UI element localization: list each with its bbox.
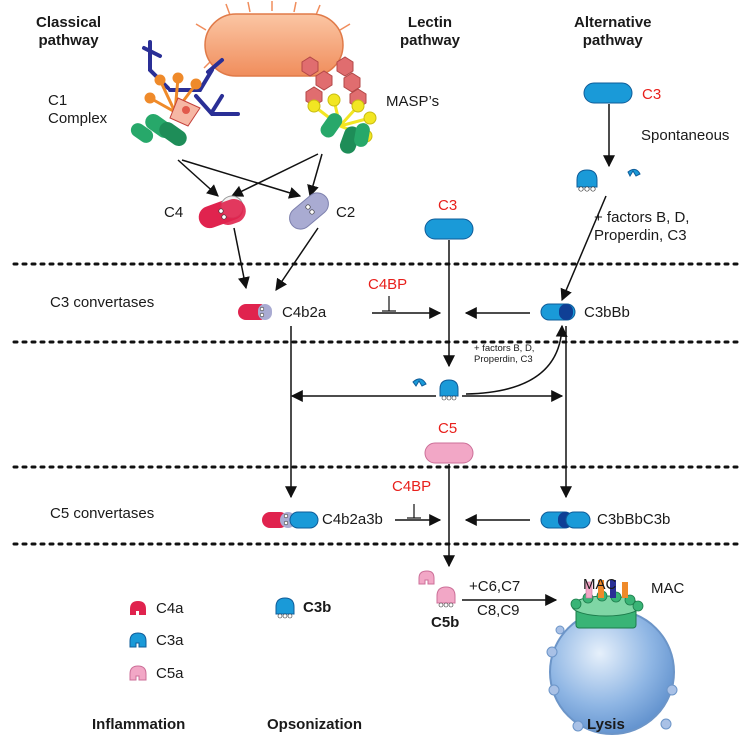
spontaneous-label: Spontaneous <box>641 127 730 144</box>
c3bbb-label: C3bBb <box>584 304 630 321</box>
c2-molecule-icon <box>289 192 329 230</box>
factors-large-label: + factors B, D, Properdin, C3 <box>594 209 689 245</box>
c4bp-top-label: C4BP <box>368 276 408 293</box>
mac-top-label: MAC <box>583 576 617 593</box>
c3-center-molecule-icon <box>424 218 474 240</box>
legend-c4a-label: C4a <box>156 600 184 617</box>
c2-label: C2 <box>336 204 356 221</box>
classical-header-line1: Classical <box>36 14 102 31</box>
legend-c5a-label: C5a <box>156 665 184 682</box>
factors-small-line1: + factors B, D, <box>474 343 535 354</box>
masps-label: MASP’s <box>386 93 440 110</box>
c4b2a-label: C4b2a <box>282 304 327 321</box>
alt-arrow-to-c3bbb <box>560 195 607 302</box>
c5a-legend-icon <box>129 665 147 681</box>
c3-convertases-label: C3 convertases <box>50 294 155 311</box>
c6c7-label: +C6,C7 <box>469 578 521 595</box>
c3a-spontaneous-icon <box>627 168 641 178</box>
c5b-center-icon <box>436 586 456 608</box>
c3a-legend-icon <box>129 632 147 648</box>
initiation-arrows <box>177 153 323 291</box>
c8c9-label: C8,C9 <box>477 602 520 619</box>
c3b-spontaneous-icon <box>576 169 598 192</box>
c1-complex-line2: Complex <box>48 110 108 127</box>
target-cell-icon <box>546 609 678 735</box>
c4bp-bottom-label: C4BP <box>392 478 432 495</box>
c4b2a-molecule-icon <box>238 304 272 320</box>
alternative-header-line2: pathway <box>582 32 643 49</box>
c3bbbc3b-molecule-icon <box>540 511 591 529</box>
c4b2a3b-label: C4b2a3b <box>322 511 383 528</box>
c4-molecule-icon <box>198 195 246 229</box>
c4bp-inhibition-bottom <box>407 504 421 519</box>
inflammation-label: Inflammation <box>92 716 186 733</box>
dotted-separators <box>12 262 744 546</box>
c3-center-label: C3 <box>438 197 458 214</box>
c3b-center-icon <box>439 379 459 401</box>
mac-pore-icon <box>570 580 644 629</box>
c1-complex-icon <box>130 72 202 147</box>
classical-header-line2: pathway <box>38 32 99 49</box>
c3a-center-icon <box>412 378 427 387</box>
feedback-curve-arrow <box>465 324 568 395</box>
c3-alt-label: C3 <box>642 86 662 103</box>
c5b-label: C5b <box>431 614 460 631</box>
factors-large-line1: + factors B, D, <box>594 209 690 226</box>
mac-right-label: MAC <box>651 580 685 597</box>
c3bbbc3b-label: C3bBbC3b <box>597 511 671 528</box>
opsonization-label: Opsonization <box>267 716 362 733</box>
c3-alt-molecule-icon <box>583 82 633 104</box>
mbl-icon <box>301 56 377 154</box>
c4a-legend-icon <box>130 601 146 615</box>
c3bbb-molecule-icon <box>540 303 576 321</box>
c3b-legend-icon <box>275 597 295 619</box>
c5a-center-icon <box>418 570 435 585</box>
lysis-label: Lysis <box>587 716 625 733</box>
alternative-header: Alternative pathway <box>574 14 652 50</box>
c5-molecule-icon <box>424 442 474 464</box>
factors-large-line2: Properdin, C3 <box>594 227 687 244</box>
c5-label: C5 <box>438 420 458 437</box>
lectin-header-line1: Lectin <box>407 14 453 31</box>
c4-label: C4 <box>164 204 184 221</box>
factors-small-label: + factors B, D, Properdin, C3 <box>474 343 534 366</box>
lectin-header-line2: pathway <box>400 32 461 49</box>
classical-header: Classical pathway <box>36 14 101 50</box>
c5-convertases-label: C5 convertases <box>50 505 155 522</box>
antibody-icon <box>142 40 240 116</box>
c1-complex-line1: C1 <box>48 92 68 109</box>
legend-c3a-label: C3a <box>156 632 184 649</box>
alternative-header-line1: Alternative <box>574 14 652 31</box>
factors-small-line2: Properdin, C3 <box>474 354 533 366</box>
c4b2a3b-molecule-icon <box>262 511 319 529</box>
lectin-header: Lectin pathway <box>400 14 460 50</box>
c4bp-inhibition-top <box>382 296 396 312</box>
c1-complex-label: C1 Complex <box>48 92 107 128</box>
legend-c3b-label: C3b <box>303 599 332 616</box>
